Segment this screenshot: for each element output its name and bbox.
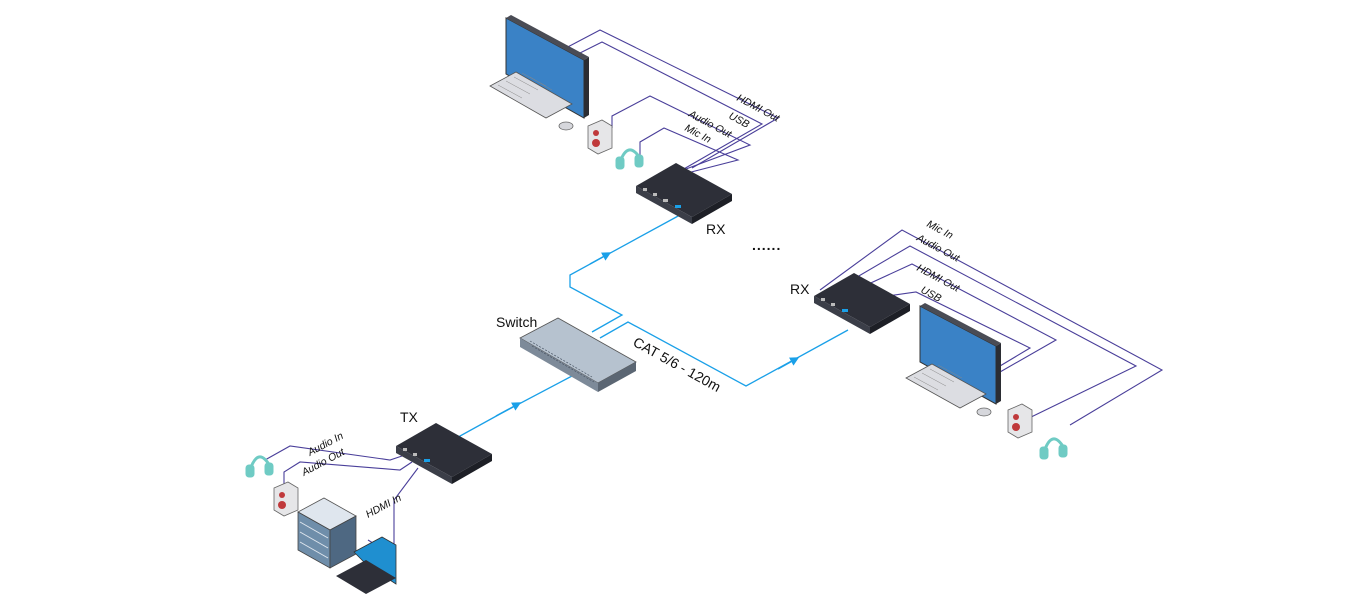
cable-audio-out-top [611,95,752,176]
port-label: USB [919,284,944,305]
cable-audio-out-tx [283,461,413,486]
tx-sources [245,455,397,594]
rx-right-label: RX [790,281,810,297]
keyboard-icon [489,71,573,119]
port-label: Audio Out [914,232,963,265]
mouse-icon [558,121,574,131]
laptop-icon [336,536,397,594]
workstation-top [489,15,644,170]
cable-label: CAT 5/6 - 120m [631,334,724,395]
link-switch-rx-right [599,321,849,387]
tx-label: TX [400,409,419,425]
mouse-icon [976,407,992,417]
extender-box-icon [396,423,492,484]
cable-audio-in-tx [264,445,403,461]
keyboard-icon [905,363,987,409]
network-links [439,214,849,460]
monitor-icon [919,303,1001,405]
arrow-switch-rx-top [589,252,612,265]
network-switch-icon [519,317,637,392]
arrow-tx-switch [495,402,522,417]
switch-label: Switch [496,314,537,330]
cable-audio-out-right [827,245,1138,421]
rx-top-label: RX [706,221,726,237]
cable-mic-in-right [819,229,1164,426]
extender-box-icon [636,163,732,224]
headphones-icon [245,455,274,478]
ellipsis-label: ...... [752,237,781,253]
cable-usb-top [565,41,764,171]
headphones-icon [1039,437,1068,460]
arrow-switch-rx-right [777,357,800,370]
monitor-icon [505,15,589,119]
cable-hdmi-out-right [837,263,1058,373]
headphones-icon [615,148,644,170]
workstation-right [905,303,1068,460]
speaker-icon [1007,403,1033,439]
cable-mic-in-top [639,127,740,181]
server-icon [297,497,357,569]
port-label: HDMI In [364,492,404,521]
cable-hdmi-out-top [561,29,780,169]
speaker-icon [587,119,613,155]
speaker-icon [273,481,299,517]
rx-top-cables [561,29,780,181]
extender-box-icon [814,273,910,334]
link-switch-rx-top [569,214,681,333]
